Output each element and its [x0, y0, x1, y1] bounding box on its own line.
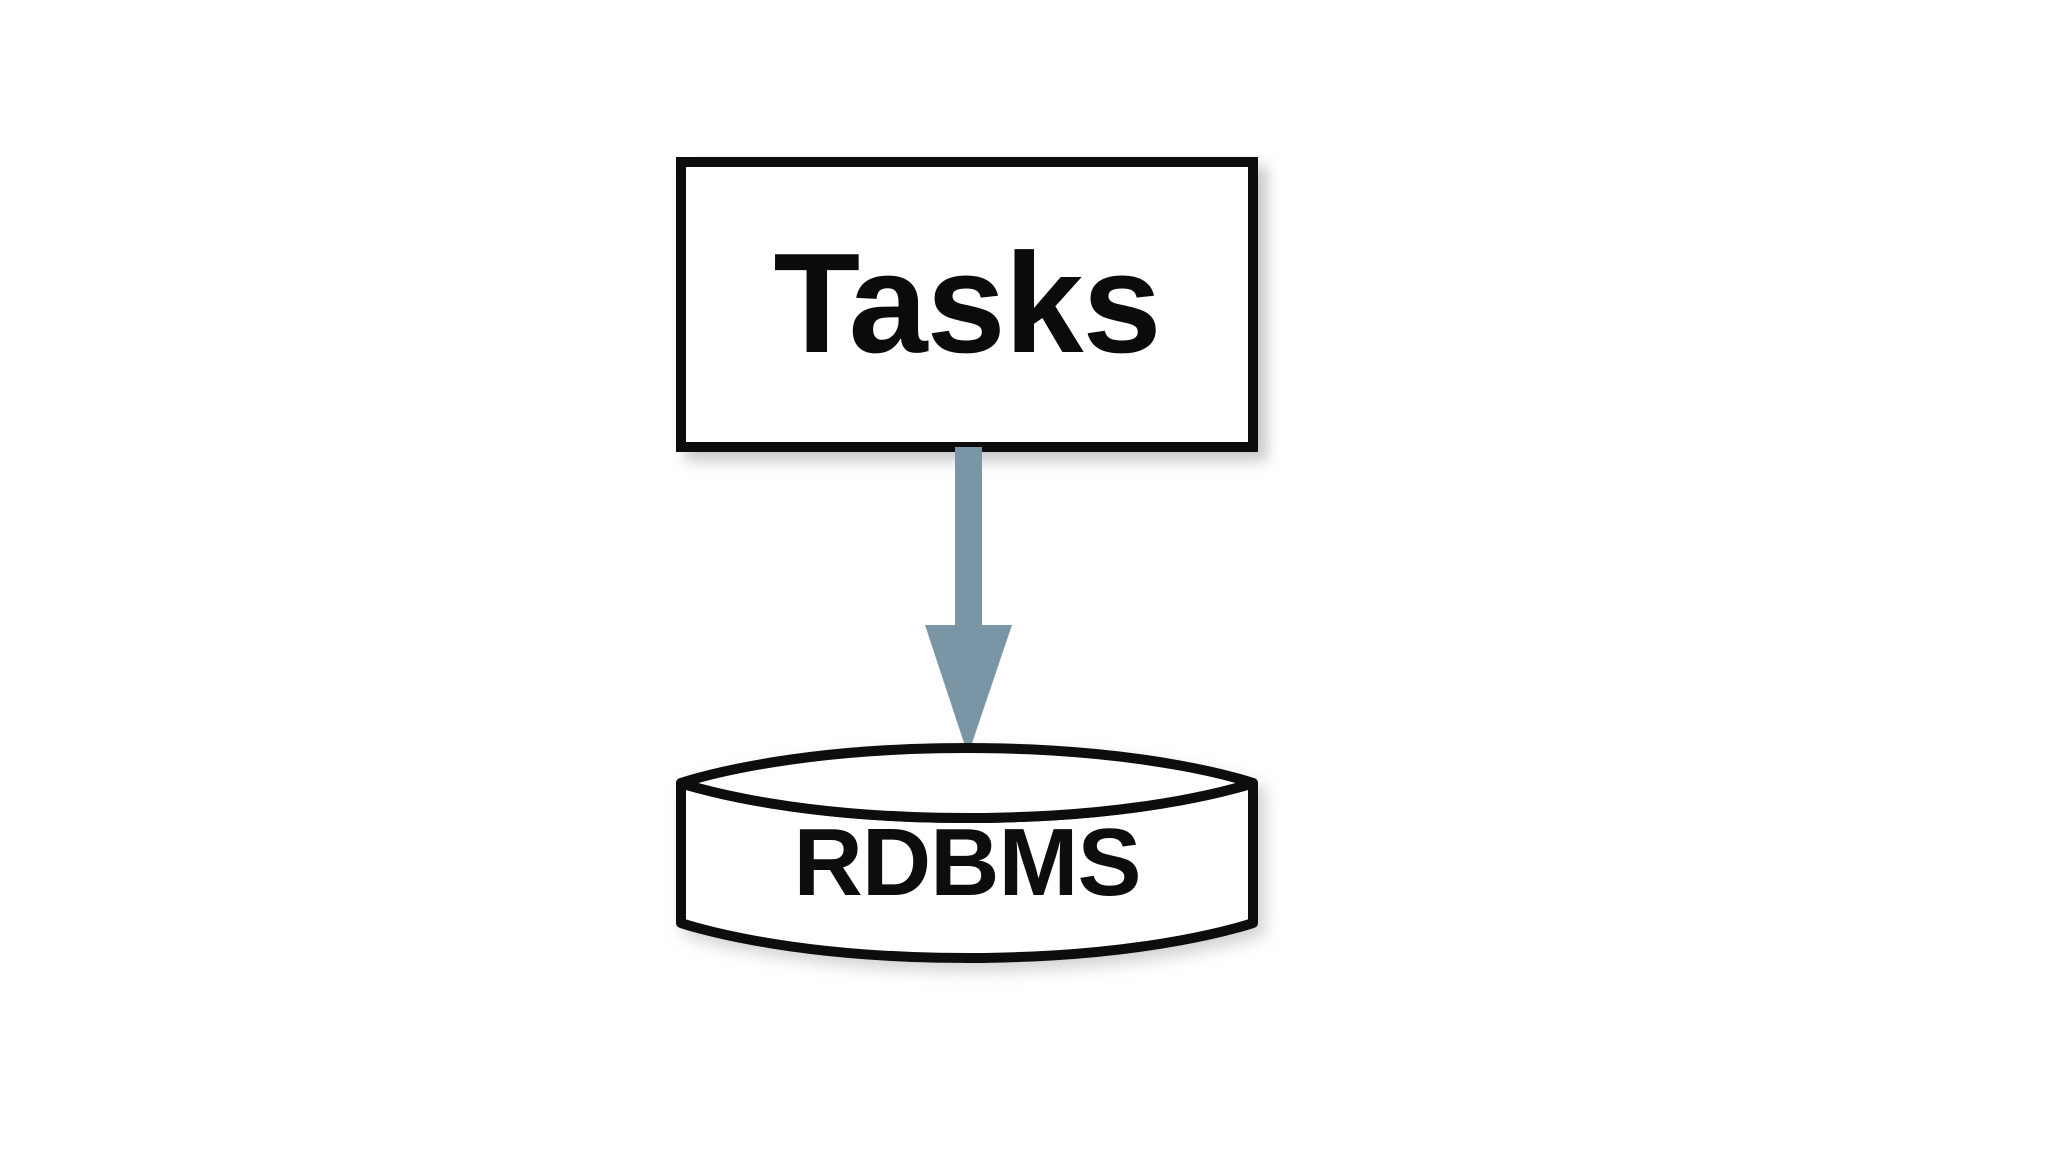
arrow-down-icon — [925, 447, 1012, 755]
connector-tasks-to-rdbms[interactable] — [925, 447, 1012, 755]
rdbms-label: RDBMS — [794, 809, 1141, 916]
rdbms-cylinder-top — [676, 743, 1258, 823]
node-rdbms[interactable]: RDBMS — [676, 743, 1258, 963]
tasks-label: Tasks — [773, 224, 1160, 383]
node-tasks[interactable]: Tasks — [676, 157, 1258, 452]
tasks-box-shape — [676, 157, 1258, 452]
